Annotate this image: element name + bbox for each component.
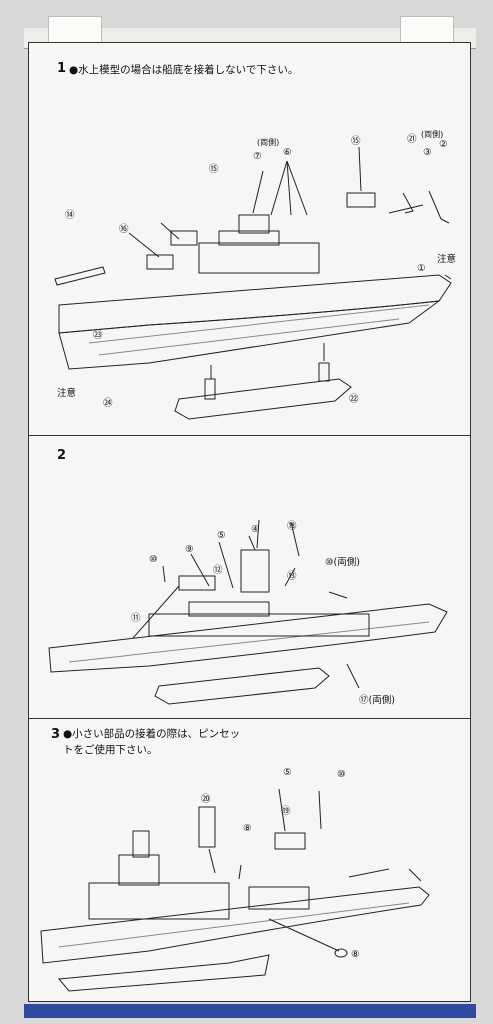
step-2-hull xyxy=(48,603,448,673)
part-20 xyxy=(198,806,216,848)
step-2-bridge-tower xyxy=(240,549,270,593)
step-3-stand xyxy=(58,954,270,992)
step-3-number: 3 xyxy=(51,727,61,742)
label-part-19: ⑲ xyxy=(281,806,291,817)
label-part-24: ㉔ xyxy=(103,398,113,409)
label-caution-a: 注意 xyxy=(437,254,457,265)
label-part-10: ⑩ xyxy=(337,769,346,780)
step-1-instruction: ●水上模型の場合は船底を接着しないで下さい。 xyxy=(69,64,299,76)
step-3-panel: 3 ●小さい部品の接着の際は、ピンセッ トをご使用下さい。 xyxy=(29,719,470,1003)
step-2-assembly-diagram xyxy=(48,519,448,705)
step-2-stand xyxy=(154,667,330,705)
step-1-number: 1 xyxy=(57,61,67,76)
step-1-panel: 1 ●水上模型の場合は船底を接着しないで下さい。 xyxy=(29,43,470,435)
box-blue-strip xyxy=(24,1004,476,1018)
label-both-sides-a: (両側) xyxy=(257,138,280,147)
instruction-sheet: 1 ●水上模型の場合は船底を接着しないで下さい。 xyxy=(28,42,471,1002)
label-part-5: ⑤ xyxy=(283,767,292,778)
label-part-5: ⑤ xyxy=(217,530,226,541)
step-2-deck-structures xyxy=(148,613,370,637)
label-part-4: ④ xyxy=(251,524,260,535)
box-tab-left xyxy=(48,16,102,46)
part-22-stand xyxy=(174,378,352,420)
label-part-22: ㉒ xyxy=(349,394,359,405)
label-part-12: ⑫ xyxy=(213,565,223,576)
label-part-23: ㉓ xyxy=(93,330,103,341)
divider-2 xyxy=(29,718,470,719)
label-part-20: ⑳ xyxy=(201,794,211,805)
label-part-3: ③ xyxy=(423,147,432,158)
label-part-15a: ⑮ xyxy=(209,164,219,175)
label-part-15b: ⑮ xyxy=(351,136,361,147)
label-part-14: ⑭ xyxy=(65,210,75,221)
label-part-10a: ⑩ xyxy=(149,554,158,565)
turret-15a xyxy=(170,230,198,246)
step-1-hull-diagram xyxy=(54,146,452,420)
step-2-number: 2 xyxy=(57,448,67,463)
label-part-21: ㉑ xyxy=(407,134,417,145)
label-part-18: ⑱ xyxy=(287,521,297,532)
label-part-7: ⑦ xyxy=(253,151,262,162)
step-1-lower-hull xyxy=(58,300,441,370)
step-1-superstructure xyxy=(198,242,320,274)
label-part-6: ⑥ xyxy=(283,147,292,158)
turret-15b xyxy=(346,192,376,208)
label-part-11: ⑪ xyxy=(131,613,141,624)
part-11 xyxy=(178,575,216,591)
label-caution-b: 注意 xyxy=(57,388,77,399)
label-part-17: ⑰(両側) xyxy=(359,695,395,706)
part-19 xyxy=(274,832,306,850)
label-part-16: ⑯ xyxy=(119,224,129,235)
label-part-2: ② xyxy=(439,139,448,150)
step-3-superstructure xyxy=(88,882,230,920)
label-part-9: ⑨ xyxy=(185,544,194,555)
step-2-panel: 2 ⑩ ⑨ ⑤ ④ ⑱ ⑫ xyxy=(29,436,470,718)
part-14 xyxy=(54,266,106,286)
step-3-instruction-line-1: ●小さい部品の接着の際は、ピンセッ xyxy=(63,728,241,740)
step-3-detail-diagram xyxy=(40,788,430,992)
step-3-instruction-line-2: トをご使用下さい。 xyxy=(63,744,158,756)
label-part-8a: ⑧ xyxy=(243,823,252,834)
part-21 xyxy=(402,192,414,214)
label-part-1: ① xyxy=(417,263,426,274)
divider-1 xyxy=(29,435,470,436)
label-part-10b: ⑩(両側) xyxy=(325,557,360,568)
label-part-8b: ⑧ xyxy=(351,949,360,960)
step-3-hull xyxy=(40,886,430,964)
part-2-mast xyxy=(428,190,450,224)
turret-16 xyxy=(146,254,174,270)
label-part-13: ⑬ xyxy=(287,571,297,582)
label-both-sides-b: (両側) xyxy=(421,130,444,139)
